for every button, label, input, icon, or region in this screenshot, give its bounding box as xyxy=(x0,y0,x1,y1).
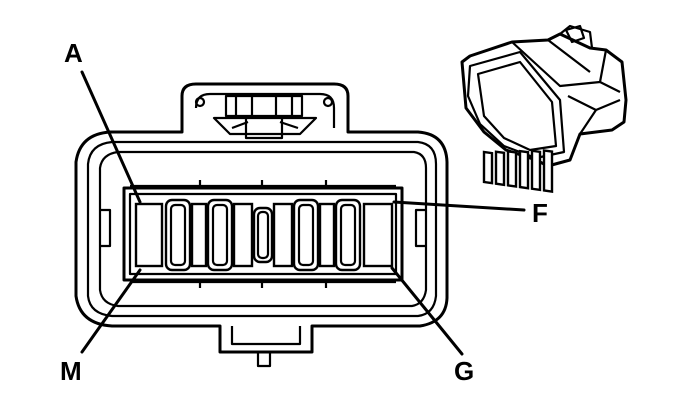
cavity-top-ribs xyxy=(130,180,396,188)
housing-inner-contour xyxy=(86,140,438,318)
iso-latch xyxy=(564,24,586,44)
leader-line-a xyxy=(80,70,142,204)
iso-body xyxy=(460,32,628,168)
side-notch-right xyxy=(414,208,426,248)
terminal-slot xyxy=(206,198,234,272)
terminal-slot xyxy=(362,202,394,268)
terminal-slot xyxy=(297,203,315,267)
terminal-slot xyxy=(164,198,192,272)
cavity-bottom-ribs xyxy=(130,280,396,288)
pin-label-a: A xyxy=(64,38,83,68)
connector-face-view xyxy=(74,82,449,368)
iso-face-inner xyxy=(476,60,558,152)
leader-line-f xyxy=(392,200,526,212)
housing-seal-contour xyxy=(98,150,428,308)
terminal-slot xyxy=(334,198,362,272)
terminal-slot xyxy=(256,210,270,260)
pin-label-f: F xyxy=(532,198,548,228)
leader-line-m xyxy=(80,268,142,354)
terminal-slot xyxy=(292,198,320,272)
terminal-slot xyxy=(318,202,336,268)
terminal-slot xyxy=(232,202,254,268)
bottom-tab xyxy=(230,326,302,346)
pin-label-g: G xyxy=(454,356,474,386)
terminal-slot xyxy=(134,202,164,268)
iso-terminal-slots xyxy=(482,149,554,193)
top-latch xyxy=(194,92,336,140)
pin-labels: A F M G xyxy=(60,38,548,386)
leader-lines xyxy=(80,70,526,356)
pin-label-m: M xyxy=(60,356,82,386)
iso-right-side xyxy=(567,81,621,135)
bottom-peg xyxy=(256,350,272,368)
leader-line-g xyxy=(390,266,464,356)
terminal-slot xyxy=(272,202,294,268)
connector-isometric-view xyxy=(460,24,628,193)
terminal-slot xyxy=(339,203,357,267)
terminal-cavity-inner xyxy=(128,192,398,276)
terminal-slot xyxy=(169,203,187,267)
terminal-slot xyxy=(252,206,274,264)
terminal-slot xyxy=(190,202,208,268)
terminal-slot xyxy=(211,203,229,267)
terminal-slots xyxy=(134,198,394,272)
side-notch-left xyxy=(100,208,112,248)
outer-housing xyxy=(74,82,449,354)
